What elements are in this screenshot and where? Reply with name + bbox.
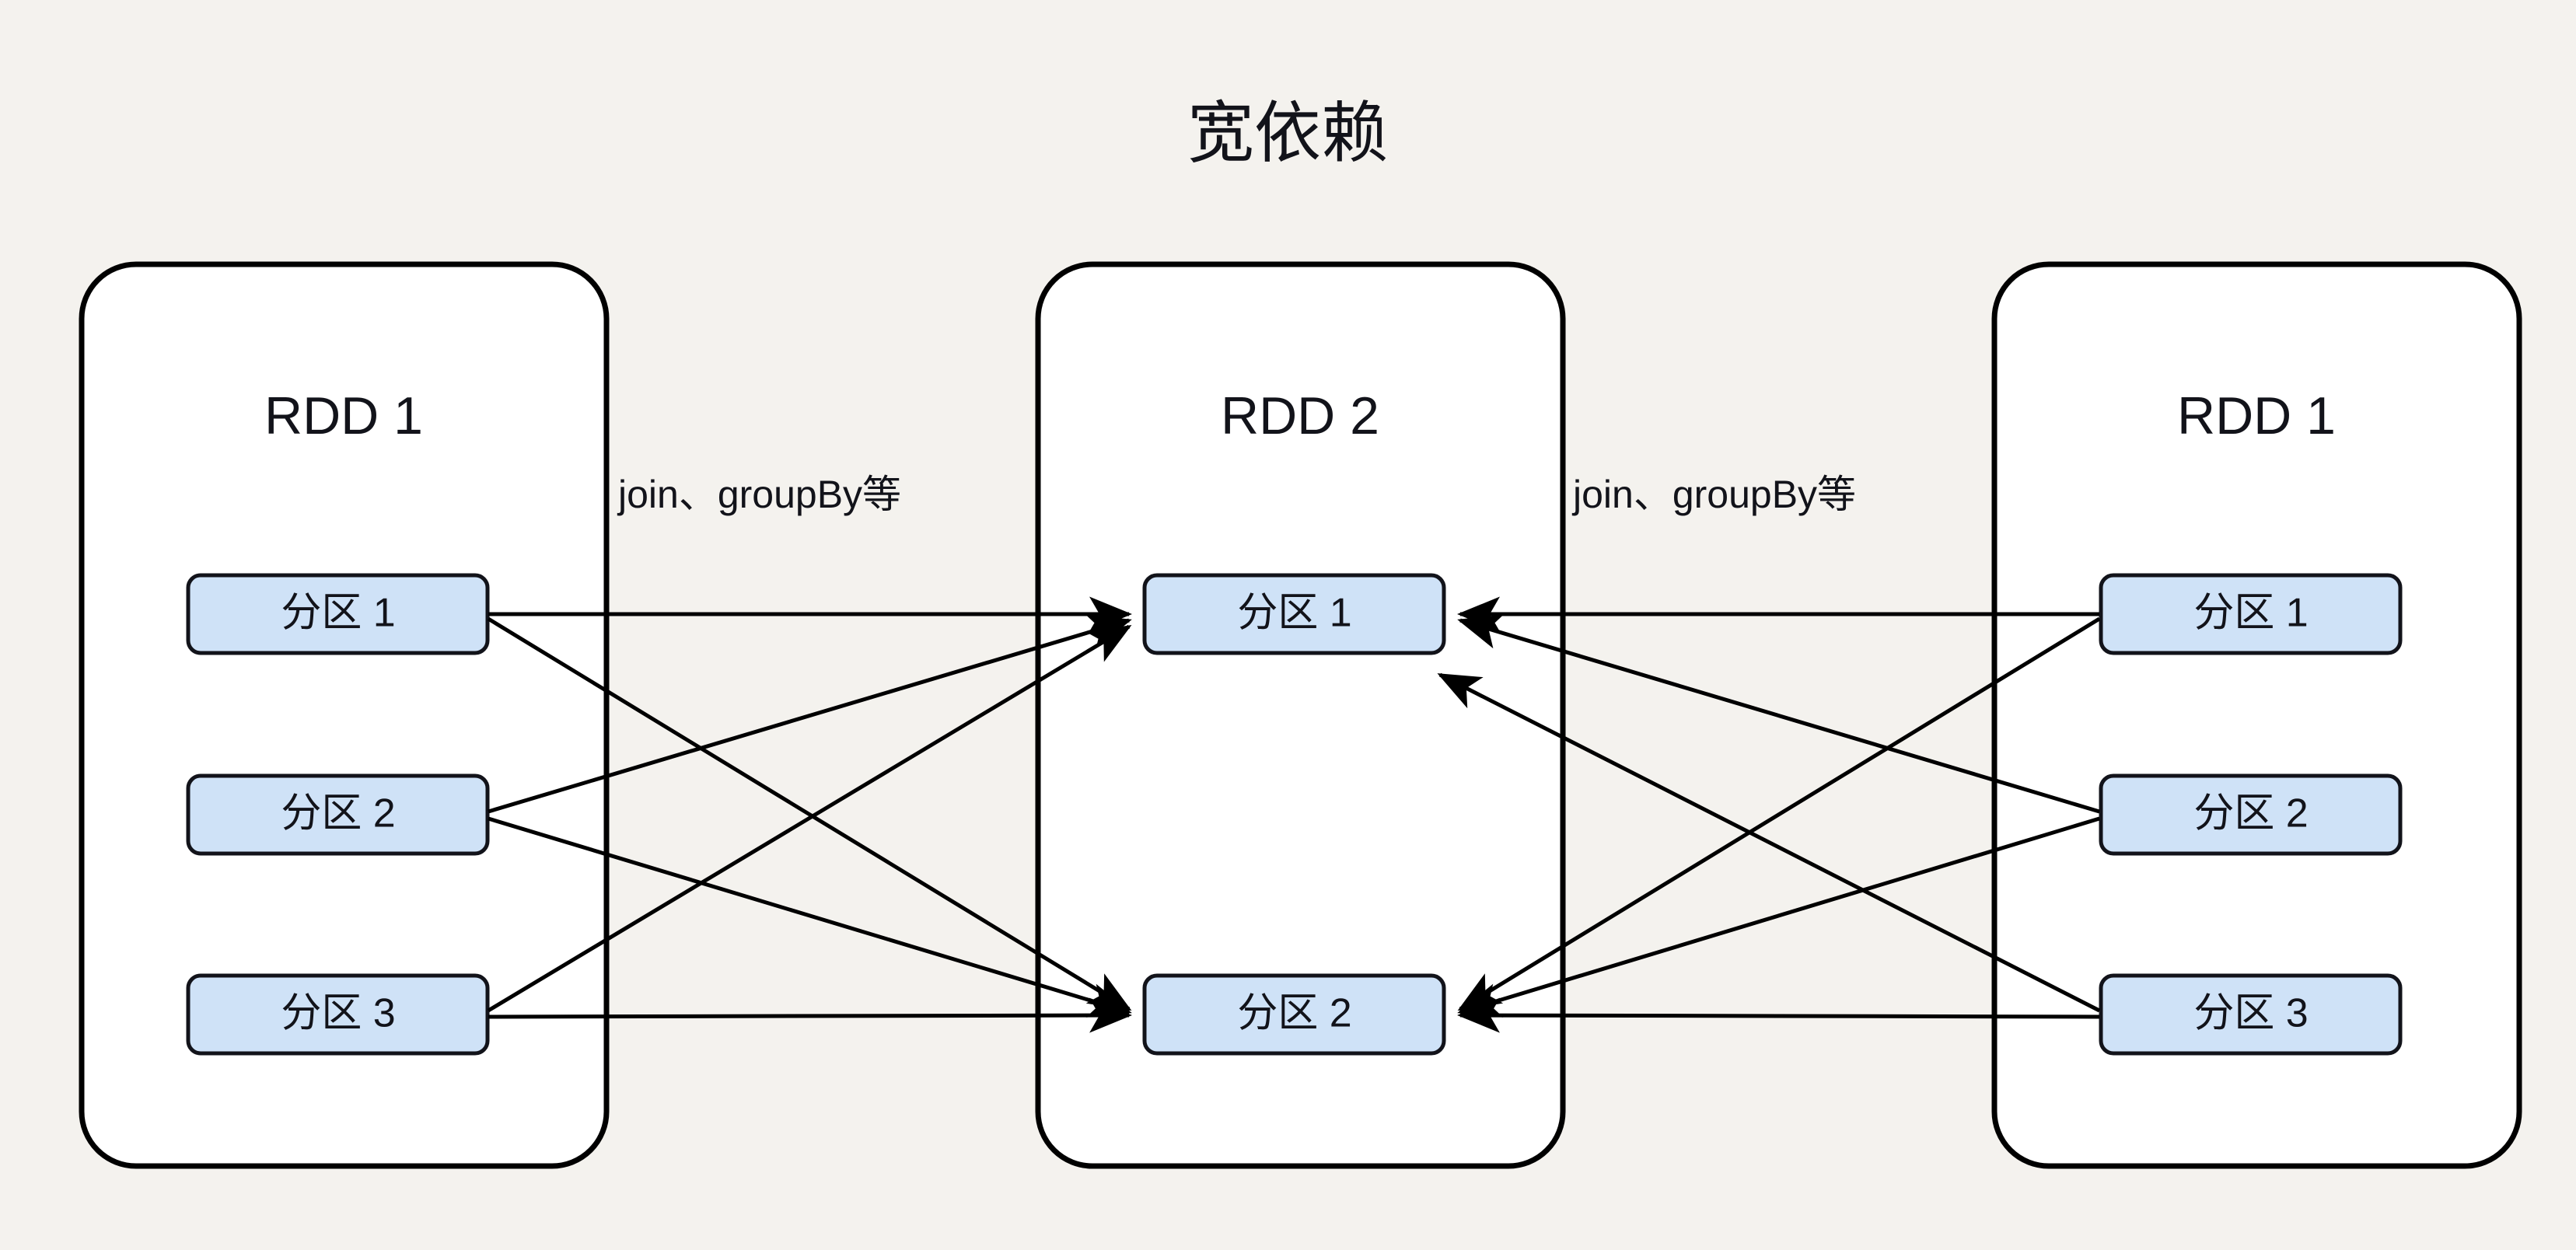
partition-middle-1[interactable]: 分区 1 [1142, 573, 1446, 655]
partition-left-1[interactable]: 分区 1 [186, 573, 490, 655]
rdd-group-middle: RDD 2 [1035, 261, 1566, 1169]
edge-left1-to-mid2 [487, 616, 1132, 1011]
edge-left2-to-mid2 [488, 816, 1132, 1018]
edge-right2-to-mid2 [1457, 816, 2100, 1018]
partition-box[interactable] [2099, 573, 2403, 655]
edge-left3-to-mid1 [487, 624, 1132, 1013]
rdd-title-left: RDD 1 [264, 386, 423, 445]
rdd-frame-middle [1035, 261, 1566, 1169]
partition-right-3[interactable]: 分区 3 [2099, 973, 2403, 1056]
edge-right3-to-mid2 [1457, 997, 2100, 1033]
partition-label: 分区 3 [2193, 991, 2308, 1036]
rdd-frame-left [79, 261, 610, 1169]
partition-label: 分区 2 [1237, 991, 1351, 1036]
partition-box[interactable] [1142, 573, 1446, 655]
page-title: 宽依赖 [1187, 96, 1388, 171]
partition-middle-2[interactable]: 分区 2 [1142, 973, 1446, 1056]
partition-label: 分区 2 [281, 791, 395, 836]
partition-label: 分区 2 [2193, 791, 2308, 836]
middle-partitions: 分区 1 分区 2 [1142, 573, 1446, 1056]
partition-right-1[interactable]: 分区 1 [2099, 573, 2403, 655]
edges-right-to-middle [1437, 596, 2101, 1033]
edge-left2-to-mid1 [488, 615, 1132, 814]
edge-right1-to-mid2 [1457, 616, 2101, 1011]
partition-right-2[interactable]: 分区 2 [2099, 773, 2403, 856]
rdd-frame-right [1991, 261, 2522, 1169]
partition-box[interactable] [1142, 973, 1446, 1056]
partition-box[interactable] [186, 573, 490, 655]
edge-label-right: join、groupBy等 [1571, 473, 1856, 516]
partition-left-2[interactable]: 分区 2 [186, 773, 490, 856]
edges-left-to-middle [487, 596, 1133, 1033]
edge-label-left: join、groupBy等 [617, 473, 901, 516]
edge-right3-to-mid1 [1437, 672, 2101, 1013]
partition-box[interactable] [2099, 973, 2403, 1056]
partition-label: 分区 1 [281, 591, 395, 636]
partition-label: 分区 1 [2193, 591, 2308, 636]
partition-label: 分区 3 [281, 991, 395, 1036]
partition-label: 分区 1 [1237, 591, 1351, 636]
partition-left-3[interactable]: 分区 3 [186, 973, 490, 1056]
rdd-group-right: RDD 1 分区 1 分区 2 分区 3 [1991, 261, 2522, 1169]
rdd-title-right: RDD 1 [2177, 386, 2336, 445]
edge-right2-to-mid1 [1457, 615, 2100, 814]
partition-box[interactable] [186, 973, 490, 1056]
rdd-title-middle: RDD 2 [1221, 386, 1379, 445]
edge-left3-to-mid2 [488, 997, 1132, 1033]
rdd-group-left: RDD 1 分区 1 分区 2 分区 3 [79, 261, 610, 1169]
partition-box[interactable] [186, 773, 490, 856]
partition-box[interactable] [2099, 773, 2403, 856]
